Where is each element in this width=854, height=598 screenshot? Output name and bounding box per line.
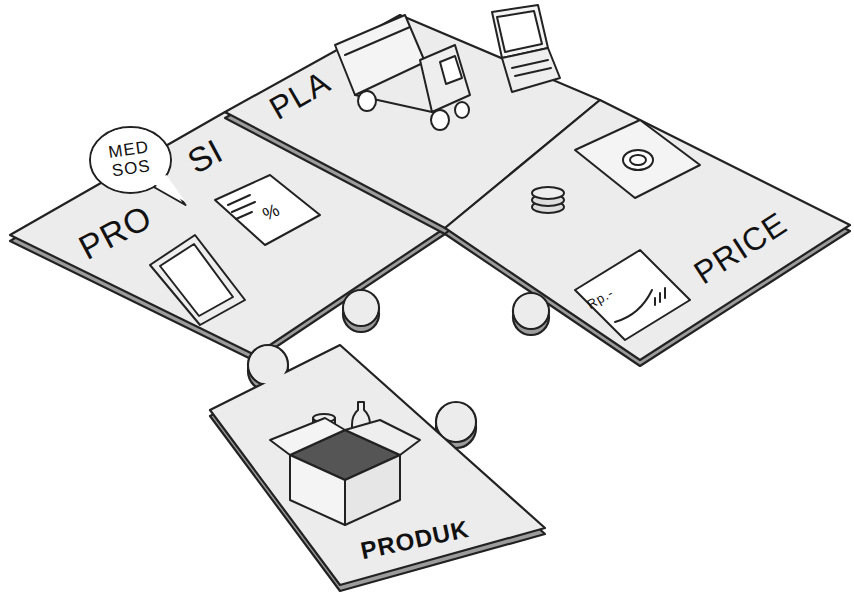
speech-bubble: MED SOS <box>89 126 172 194</box>
drawn-label: Rp.- <box>584 285 615 311</box>
smartphone <box>150 235 245 325</box>
dump-truck <box>335 15 470 130</box>
banknote <box>575 120 700 198</box>
laptop <box>492 5 560 92</box>
drawn-label: % <box>260 200 283 224</box>
bubble-text: MED SOS <box>104 138 157 182</box>
discount-paper <box>215 175 320 245</box>
price-chart <box>575 250 690 340</box>
product-box <box>270 402 420 525</box>
coins <box>532 187 564 213</box>
